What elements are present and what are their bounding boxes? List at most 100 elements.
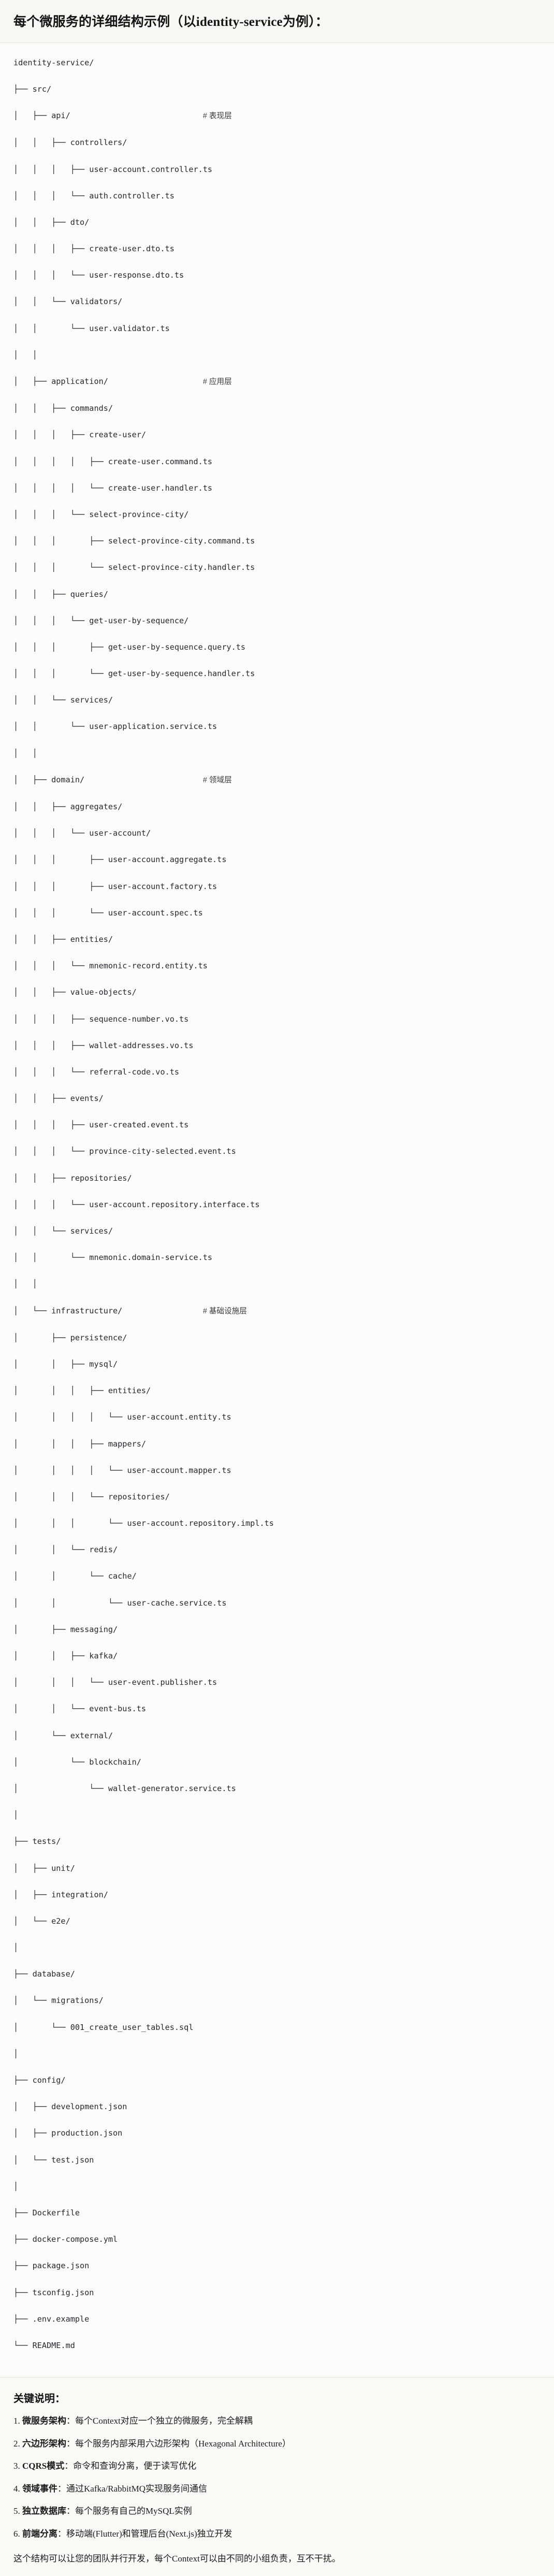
key-point-index: 1. xyxy=(13,2416,22,2426)
key-point-separator: ： xyxy=(57,2528,66,2539)
tree-line: ├── config/ xyxy=(13,2074,541,2087)
tree-line: │ │ │ └── user-event.publisher.ts xyxy=(13,1676,541,1690)
tree-line-path: │ │ └── cache/ xyxy=(13,1571,137,1581)
tree-line-path: │ └── test.json xyxy=(13,2155,94,2165)
key-point-term: 独立数据库 xyxy=(22,2506,66,2516)
tree-line-path: │ ├── unit/ xyxy=(13,1863,75,1873)
tree-line-path: │ ├── persistence/ xyxy=(13,1333,127,1342)
tree-line-path: │ └── infrastructure/ xyxy=(13,1306,123,1315)
tree-line: │ │ ├── commands/ xyxy=(13,402,541,416)
tree-line-path: │ └── wallet-generator.service.ts xyxy=(13,1783,236,1793)
tree-line-path: │ ├── api/ xyxy=(13,111,70,121)
key-point-item: 2. 六边形架构：每个服务内部采用六边形架构（Hexagonal Archite… xyxy=(13,2437,541,2451)
tree-line-path: │ │ └── redis/ xyxy=(13,1545,118,1555)
tree-line: │ │ └── services/ xyxy=(13,1225,541,1238)
tree-line-path: identity-service/ xyxy=(13,58,94,67)
key-point-item: 4. 领域事件：通过Kafka/RabbitMQ实现服务间通信 xyxy=(13,2482,541,2496)
tree-line-path: │ │ │ ├── create-user/ xyxy=(13,430,147,440)
tree-line-path: │ │ xyxy=(13,748,37,758)
tree-line-path: ├── src/ xyxy=(13,84,52,94)
tree-line: │ │ │ ├── create-user.dto.ts xyxy=(13,242,541,256)
tree-line-comment: # 应用层 xyxy=(202,378,232,386)
tree-line-path: │ │ │ └── user-response.dto.ts xyxy=(13,270,184,280)
key-point-description: 移动端(Flutter)和管理后台(Next.js)独立开发 xyxy=(66,2528,232,2539)
tree-line: │ ├── production.json xyxy=(13,2127,541,2140)
tree-line: │ │ │ └── user-account/ xyxy=(13,827,541,840)
tree-line: │ │ │ └── province-city-selected.event.t… xyxy=(13,1145,541,1158)
tree-line: │ │ ├── aggregates/ xyxy=(13,800,541,814)
tree-line-path: │ │ │ └── user-account.spec.ts xyxy=(13,908,203,918)
tree-line: ├── package.json xyxy=(13,2259,541,2273)
tree-line-path: │ │ └── services/ xyxy=(13,695,113,705)
tree-line-path: │ │ └── user-cache.service.ts xyxy=(13,1598,227,1608)
key-point-term: 领域事件 xyxy=(22,2483,57,2494)
tree-line: │ └── infrastructure/ # 基础设施层 xyxy=(13,1305,541,1319)
tree-line-path: │ │ ├── dto/ xyxy=(13,217,90,227)
tree-line: │ │ │ │ └── create-user.handler.ts xyxy=(13,482,541,495)
tree-line: │ │ │ │ ├── create-user.command.ts xyxy=(13,455,541,469)
tree-line-path: │ │ ├── aggregates/ xyxy=(13,802,123,811)
tree-line: │ xyxy=(13,2180,541,2194)
tree-line-path: ├── tests/ xyxy=(13,1837,61,1847)
tree-line: │ ├── api/ # 表现层 xyxy=(13,109,541,123)
tree-line-path: │ │ ├── controllers/ xyxy=(13,138,127,148)
tree-line: ├── .env.example xyxy=(13,2313,541,2326)
tree-line-gap xyxy=(70,111,203,120)
tree-line: └── README.md xyxy=(13,2339,541,2353)
page-title: 每个微服务的详细结构示例（以identity-service为例）： xyxy=(13,15,329,29)
tree-line: │ │ └── mnemonic.domain-service.ts xyxy=(13,1251,541,1265)
tree-line: │ │ ├── mysql/ xyxy=(13,1358,541,1371)
tree-line: │ │ │ ├── wallet-addresses.vo.ts xyxy=(13,1039,541,1053)
tree-line-path: │ │ │ ├── create-user.dto.ts xyxy=(13,244,174,254)
tree-line-path: │ │ │ ├── user-account.factory.ts xyxy=(13,881,217,891)
page-header: 每个微服务的详细结构示例（以identity-service为例）： xyxy=(0,0,554,43)
tree-line-path: │ │ └── user-application.service.ts xyxy=(13,722,217,732)
tree-line-path: │ │ │ │ └── user-account.mapper.ts xyxy=(13,1465,231,1475)
tree-line-path: │ xyxy=(13,2049,19,2058)
tree-line: │ └── migrations/ xyxy=(13,1994,541,2008)
tree-line-path: │ │ │ ├── entities/ xyxy=(13,1386,151,1396)
tree-line: │ │ │ ├── mappers/ xyxy=(13,1438,541,1451)
tree-line-path: │ xyxy=(13,1943,19,1953)
tree-line-path: │ │ │ └── user-account.repository.interf… xyxy=(13,1199,260,1209)
tree-line: │ │ ├── dto/ xyxy=(13,216,541,230)
tree-line: │ │ │ └── user-account.repository.interf… xyxy=(13,1198,541,1212)
key-point-index: 6. xyxy=(13,2528,22,2539)
tree-line: │ │ │ │ └── user-account.mapper.ts xyxy=(13,1464,541,1478)
tree-line: │ │ ├── kafka/ xyxy=(13,1650,541,1663)
tree-line-path: │ └── external/ xyxy=(13,1730,113,1740)
tree-line-path: ├── Dockerfile xyxy=(13,2208,80,2217)
tree-line: │ │ └── validators/ xyxy=(13,295,541,309)
tree-line: ├── Dockerfile xyxy=(13,2207,541,2220)
key-point-description: 每个服务有自己的MySQL实例 xyxy=(75,2506,192,2516)
closing-note: 这个结构可以让您的团队并行开发，每个Context可以由不同的小组负责，互不干扰… xyxy=(13,2554,341,2564)
tree-line-path: │ └── blockchain/ xyxy=(13,1757,141,1767)
tree-line-path: │ │ │ └── user-event.publisher.ts xyxy=(13,1678,217,1687)
tree-line: ├── src/ xyxy=(13,83,541,96)
tree-line-gap xyxy=(122,1306,202,1315)
tree-line-path: │ ├── application/ xyxy=(13,377,108,386)
tree-line-path: │ │ │ └── referral-code.vo.ts xyxy=(13,1067,180,1077)
tree-line: │ │ │ └── repositories/ xyxy=(13,1491,541,1504)
tree-line-path: │ └── e2e/ xyxy=(13,1916,70,1926)
tree-line: │ │ │ ├── user-account.aggregate.ts xyxy=(13,853,541,867)
tree-line-comment: # 领域层 xyxy=(202,776,232,784)
tree-line: │ │ xyxy=(13,1278,541,1291)
key-point-separator: ： xyxy=(57,2483,66,2494)
tree-line-path: │ │ │ ├── sequence-number.vo.ts xyxy=(13,1014,189,1024)
tree-line: │ │ xyxy=(13,349,541,362)
tree-line-path: │ │ └── event-bus.ts xyxy=(13,1704,147,1714)
key-point-term: 微服务架构 xyxy=(22,2416,66,2426)
tree-line: │ └── 001_create_user_tables.sql xyxy=(13,2021,541,2035)
key-point-item: 1. 微服务架构：每个Context对应一个独立的微服务，完全解耦 xyxy=(13,2414,541,2428)
tree-line-path: │ │ xyxy=(13,1279,37,1289)
tree-line-path: │ │ │ ├── get-user-by-sequence.query.ts xyxy=(13,642,246,652)
tree-line: ├── tests/ xyxy=(13,1835,541,1849)
key-point-index: 3. xyxy=(13,2461,22,2471)
key-point-item: 5. 独立数据库：每个服务有自己的MySQL实例 xyxy=(13,2505,541,2518)
tree-line: │ │ ├── controllers/ xyxy=(13,136,541,150)
tree-line-path: │ ├── domain/ xyxy=(13,775,85,784)
tree-line: │ └── blockchain/ xyxy=(13,1756,541,1769)
tree-line: identity-service/ xyxy=(13,56,541,70)
tree-line: │ xyxy=(13,1941,541,1955)
